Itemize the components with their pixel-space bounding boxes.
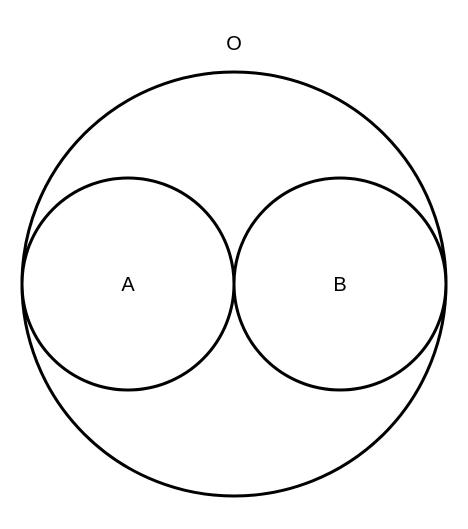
label-b: B (333, 274, 346, 296)
label-o: O (226, 33, 242, 55)
inner-circle-b (232, 176, 448, 392)
label-a: A (121, 274, 135, 296)
